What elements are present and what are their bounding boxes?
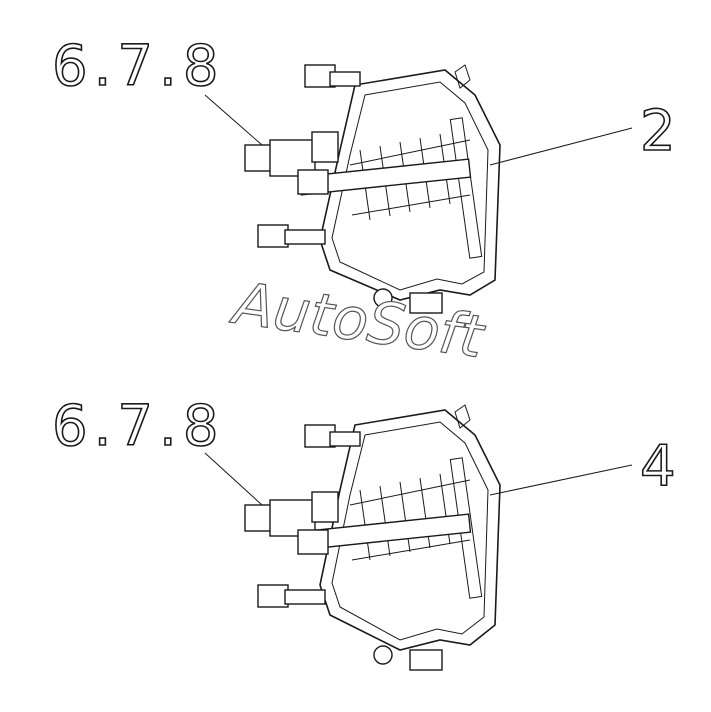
lower-nut-lower: [297, 529, 329, 555]
lower-ref-label: 6.7.8: [52, 394, 225, 459]
upper-part-leader: [489, 127, 633, 166]
upper-ref-leader: [204, 94, 263, 146]
upper-part-number: 2: [640, 99, 682, 164]
lower-bolt-bottom-shaft: [284, 589, 326, 605]
upper-housing-inner: [331, 81, 489, 291]
upper-clamp-top: [454, 64, 471, 89]
upper-housing: [319, 69, 501, 301]
lower-part-leader: [489, 464, 633, 496]
lower-bolt-bottom: [257, 584, 289, 608]
upper-nut-lower: [297, 169, 329, 195]
lower-part-number: 4: [640, 434, 682, 499]
upper-bolt-bottom: [257, 224, 289, 248]
upper-bolt-top-shaft: [329, 71, 361, 87]
lower-housing: [319, 409, 501, 651]
upper-brake-chamber: 6.7.8 2: [51, 33, 682, 314]
upper-nut: [311, 131, 339, 163]
lower-clamp-nut: [409, 649, 443, 671]
upper-bolt-bottom-shaft: [284, 229, 326, 245]
upper-ref-label: 6.7.8: [52, 34, 225, 99]
lower-clamp-bottom: [373, 645, 393, 665]
lower-ref-leader: [204, 452, 263, 506]
lower-bolt-top-shaft: [329, 431, 361, 447]
upper-diaphragm: [449, 117, 483, 259]
upper-clamp-nut: [409, 292, 443, 314]
lower-housing-inner: [331, 421, 489, 641]
watermark-text: AutoSoft: [226, 268, 489, 371]
lower-clamp-top: [454, 404, 471, 429]
upper-clamp-bottom: [373, 288, 393, 308]
lower-brake-chamber: 6.7.8 4: [51, 393, 682, 671]
lower-nut: [311, 491, 339, 523]
